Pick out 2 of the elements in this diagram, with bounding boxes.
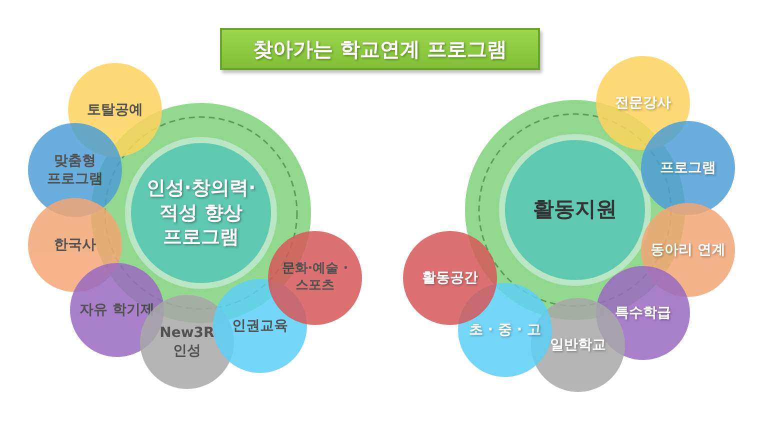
topic-circle: 활동공간 [403, 231, 497, 325]
title-banner: 찾아가는 학교연계 프로그램 [220, 28, 540, 70]
